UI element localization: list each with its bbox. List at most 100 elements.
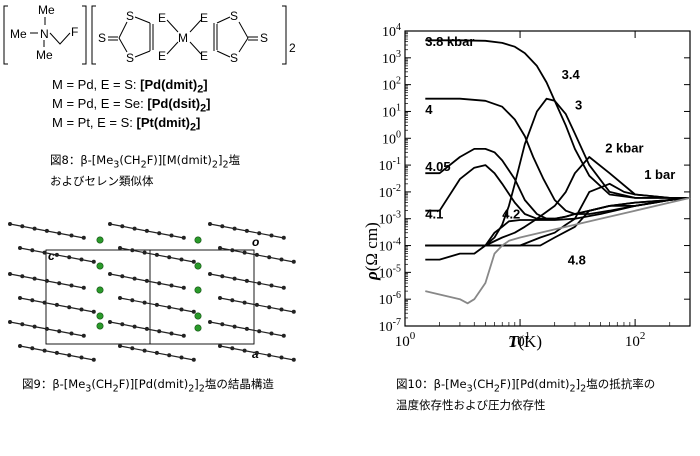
molecule-atom: [57, 231, 62, 236]
figure8-structure: Me N Me Me F 2 S S S E E M E E: [3, 3, 296, 65]
molecule-atom: [279, 355, 284, 360]
molecule-atom: [232, 324, 237, 329]
molecule-atom: [108, 320, 112, 324]
molecule-atom: [167, 255, 172, 260]
molecule-atom: [179, 257, 184, 262]
atom-e-3: E: [200, 11, 208, 25]
molecule-atom: [291, 259, 296, 264]
molecule-atom: [254, 252, 259, 257]
molecule-atom: [269, 331, 274, 336]
molecule-atom: [130, 346, 135, 351]
series-line: [425, 197, 691, 261]
molecule-atom: [108, 272, 112, 276]
atom-s-1: S: [126, 9, 134, 23]
atom-s-exo-right: S: [260, 31, 268, 45]
molecule-atom: [130, 298, 135, 303]
atom-s-exo-left: S: [98, 31, 106, 45]
y-tick-label: 10-4: [379, 237, 401, 255]
molecule-atom: [8, 222, 12, 226]
molecule-layer: [8, 222, 296, 362]
figure9-caption: 図9：β-[Me3(CH2F)][Pd(dmit)2]2塩の結晶構造: [22, 377, 274, 395]
cation-atom: [194, 262, 202, 270]
atom-me-bottom: Me: [36, 48, 53, 62]
molecule-atom: [257, 329, 262, 334]
molecule-atom: [169, 233, 174, 238]
axis-label-o: o: [252, 235, 259, 249]
series-label: 4.05: [425, 159, 450, 174]
molecule-atom: [291, 357, 296, 362]
molecule-atom: [30, 298, 35, 303]
molecule-atom: [154, 350, 159, 355]
molecule-atom: [181, 235, 186, 240]
figure10-caption-line2: 温度依存性および圧力依存性: [396, 398, 546, 413]
y-tick-label: 101: [382, 102, 401, 120]
formula-pd-dsit: M = Pd, E = Se: [Pd(dsit)2]: [52, 96, 211, 115]
series-label: 3.8 kbar: [425, 34, 474, 49]
atom-e-2: E: [158, 49, 166, 63]
cation-atom: [194, 324, 202, 332]
molecule-atom: [132, 226, 137, 231]
atom-m: M: [178, 31, 188, 45]
molecule-atom: [220, 322, 225, 327]
atom-me-top: Me: [38, 3, 55, 17]
atom-s-4: S: [230, 51, 238, 65]
axis-label-c: c: [48, 249, 55, 263]
y-axis-unit: (Ω cm): [362, 222, 381, 272]
molecule-atom: [218, 246, 222, 250]
molecule-atom: [132, 324, 137, 329]
molecule-atom: [169, 283, 174, 288]
molecule-atom: [244, 326, 249, 331]
molecule-atom: [118, 246, 122, 250]
atom-e-4: E: [200, 49, 208, 63]
molecule-atom: [57, 281, 62, 286]
molecule-atom: [144, 228, 149, 233]
molecule-atom: [281, 235, 286, 240]
molecule-atom: [144, 278, 149, 283]
molecule-atom: [130, 248, 135, 253]
series-line: [425, 197, 691, 247]
molecule-atom: [142, 348, 147, 353]
molecule-atom: [44, 278, 49, 283]
molecule-atom: [267, 353, 272, 358]
molecule-atom: [157, 281, 162, 286]
molecule-atom: [91, 309, 96, 314]
molecule-atom: [191, 259, 196, 264]
cation-atom: [194, 312, 202, 320]
molecule-atom: [242, 250, 247, 255]
molecule-atom: [257, 281, 262, 286]
molecule-atom: [144, 326, 149, 331]
molecule-atom: [42, 300, 47, 305]
figure8-caption-line1: 図8：β-[Me3(CH2F)][M(dmit)2]2塩: [50, 153, 241, 171]
cation-atom: [96, 262, 104, 270]
plot-frame: [404, 30, 691, 327]
molecule-atom: [118, 296, 122, 300]
molecule-atom: [18, 344, 22, 348]
series-label: 3.4: [562, 67, 581, 82]
molecule-atom: [8, 272, 12, 276]
series-label: 4: [425, 102, 433, 117]
molecule-atom: [79, 355, 84, 360]
molecule-atom: [242, 300, 247, 305]
cation-atom: [96, 312, 104, 320]
molecule-atom: [54, 302, 59, 307]
molecule-atom: [91, 357, 96, 362]
molecule-atom: [218, 296, 222, 300]
y-tick-label: 10-2: [379, 183, 401, 201]
y-axis-title: ρ(Ω cm): [362, 170, 382, 280]
series-line: [425, 164, 691, 220]
y-tick-label: 100: [382, 129, 401, 147]
molecule-atom: [181, 285, 186, 290]
molecule-atom: [132, 276, 137, 281]
x-axis-symbol: T: [508, 332, 519, 351]
molecule-atom: [232, 276, 237, 281]
x-tick-label: 101: [510, 330, 531, 350]
series-label: 4.8: [568, 252, 586, 267]
cation-bracket-right: [82, 5, 87, 65]
y-tick-label: 10-5: [379, 263, 401, 281]
molecule-atom: [281, 285, 286, 290]
y-axis-symbol: ρ: [362, 271, 381, 280]
molecule-atom: [267, 305, 272, 310]
molecule-atom: [269, 233, 274, 238]
molecule-atom: [232, 226, 237, 231]
molecule-atom: [69, 283, 74, 288]
